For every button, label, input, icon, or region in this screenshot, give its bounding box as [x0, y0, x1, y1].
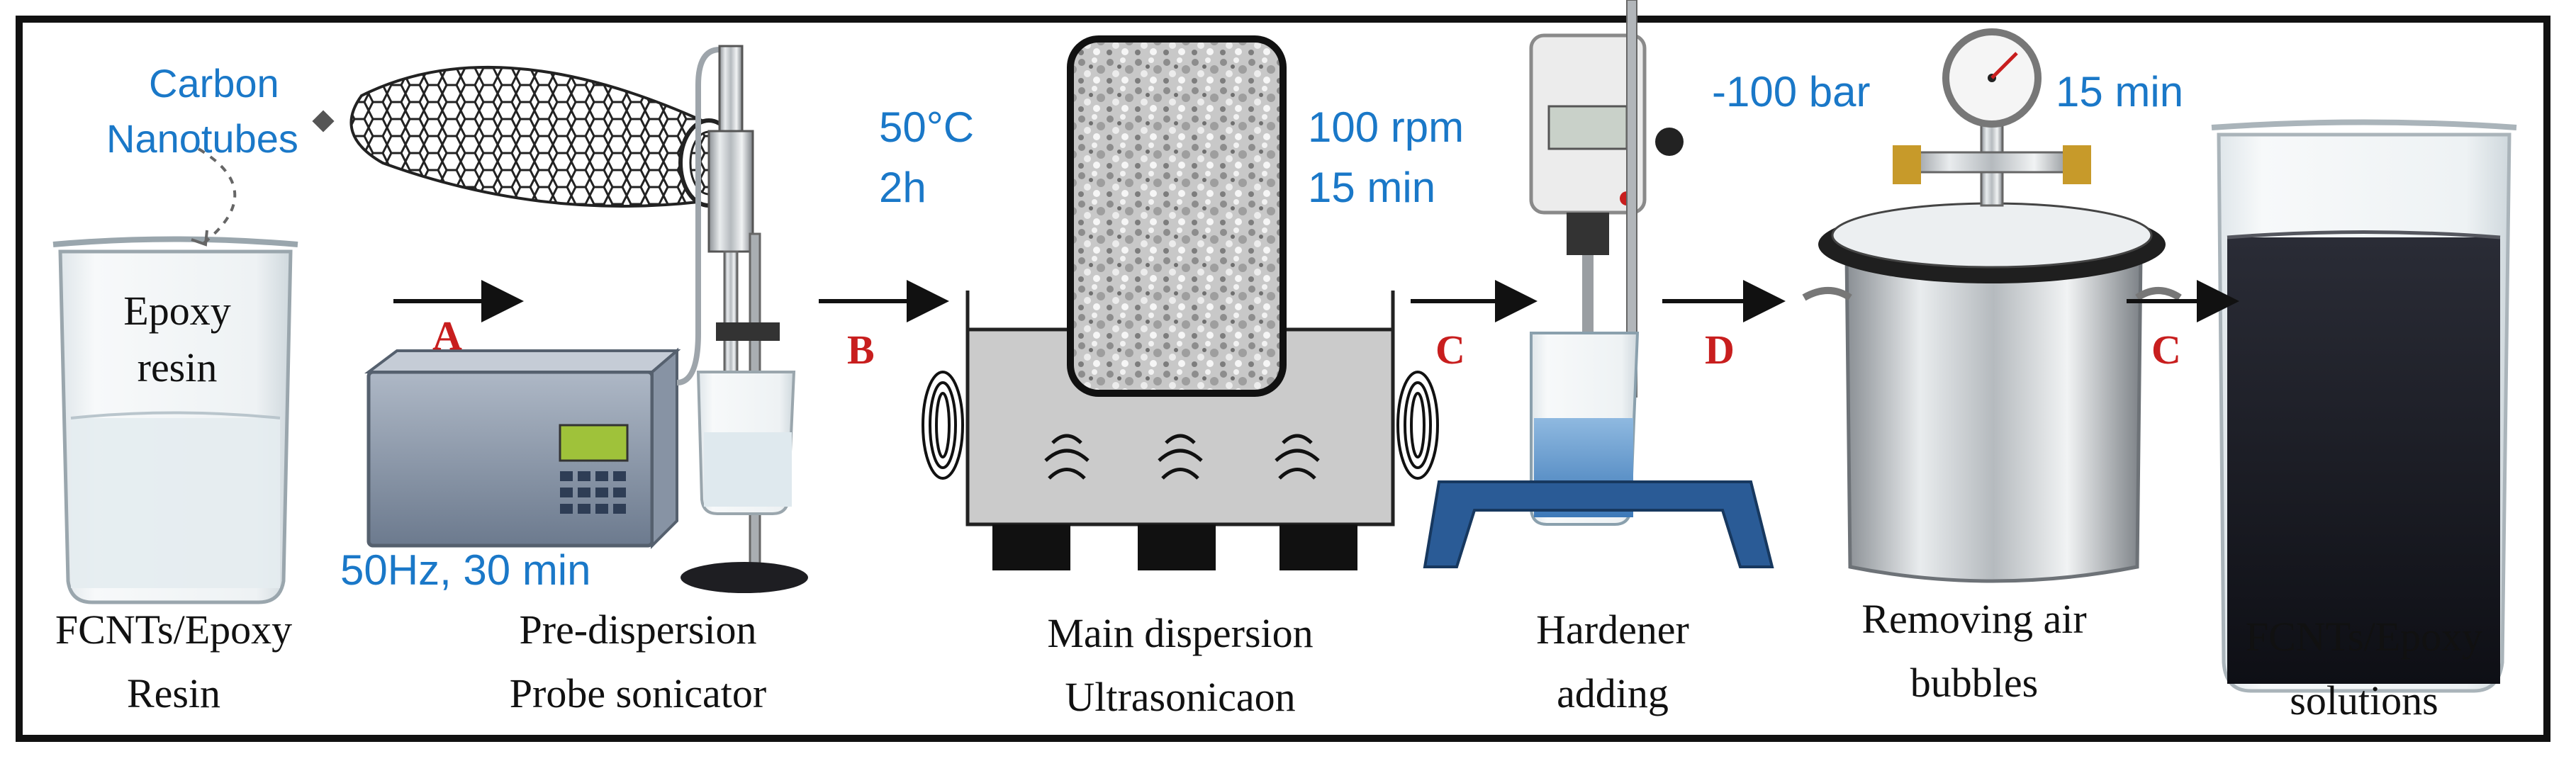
annotation-carbon: Carbon — [149, 61, 279, 106]
caption-3-line1: Main dispersion — [1047, 610, 1314, 656]
probe-sonicator-illustration — [364, 45, 808, 593]
annotation-bath-duration: 2h — [879, 164, 926, 211]
annotation-vacuum-pressure: -100 bar — [1712, 68, 1871, 116]
annotation-nanotubes: Nanotubes — [106, 116, 298, 161]
final-solution-beaker — [2211, 119, 2517, 693]
overhead-stirrer-illustration — [1423, 0, 1774, 568]
caption-6-line1: FCNTs/Epoxy — [2245, 614, 2483, 660]
caption-5-line1: Removing air — [1861, 596, 2087, 642]
annotation-vacuum-time: 15 min — [2056, 68, 2184, 116]
caption-2-line2: Probe sonicator — [509, 670, 767, 716]
caption-6-line2: solutions — [2290, 677, 2438, 723]
annotation-mixer-speed: 100 rpm — [1308, 103, 1465, 151]
beaker-label-resin: resin — [137, 344, 218, 390]
vacuum-chamber-illustration — [1802, 28, 2182, 583]
caption-1-line1: FCNTs/Epoxy — [55, 607, 293, 653]
step-letter-c2: C — [2151, 327, 2181, 373]
caption-4-line1: Hardener — [1536, 607, 1689, 653]
annotation-sonication: 50Hz, 30 min — [340, 546, 591, 594]
step-letter-c: C — [1435, 327, 1465, 373]
caption-2-line1: Pre-dispersion — [519, 607, 757, 653]
caption-5-line2: bubbles — [1910, 660, 2039, 706]
step-letter-d: D — [1705, 327, 1735, 373]
step-letter-a: A — [432, 312, 462, 359]
epoxy-resin-beaker — [52, 110, 335, 604]
step-letter-b: B — [847, 327, 875, 373]
caption-1-line2: Resin — [126, 670, 221, 716]
caption-4-line2: adding — [1557, 670, 1669, 716]
ultrasonic-bath-illustration — [922, 35, 1439, 570]
caption-3-line2: Ultrasonicaon — [1065, 674, 1296, 720]
carbon-nanotube-illustration — [349, 65, 739, 208]
annotation-mixer-time: 15 min — [1308, 164, 1436, 211]
beaker-label-epoxy: Epoxy — [123, 288, 231, 334]
annotation-temperature: 50°C — [879, 103, 975, 151]
